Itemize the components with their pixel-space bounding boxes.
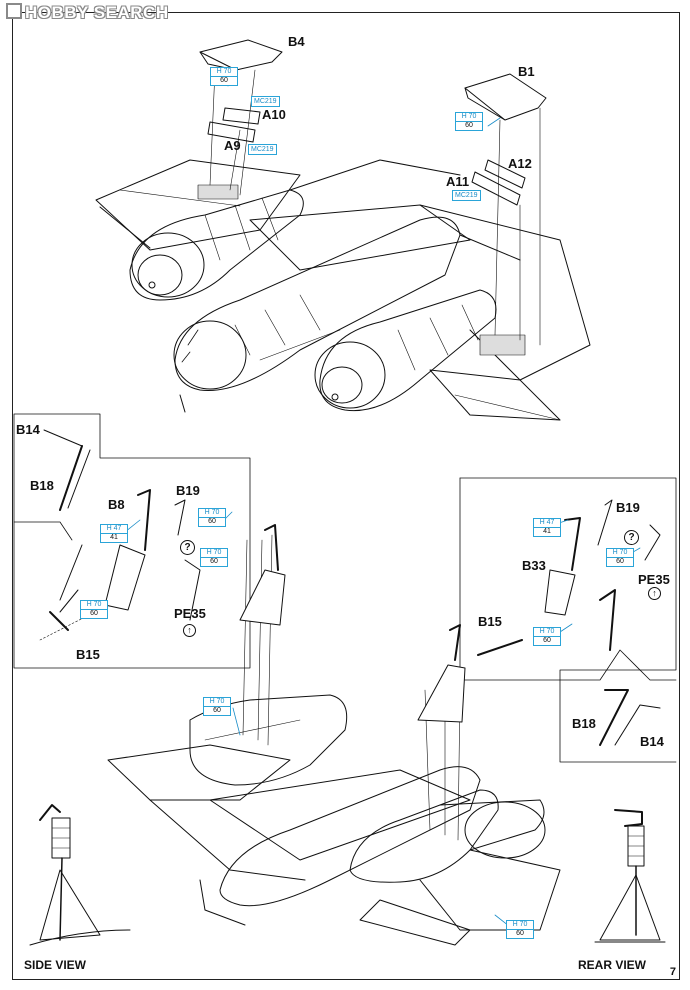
color-code-h70-wing-left: H 70 60 (203, 697, 231, 716)
photo-etch-icon-right: ↑ (648, 587, 661, 600)
part-label-b15-right: B15 (478, 614, 502, 629)
part-label-a12: A12 (508, 156, 532, 171)
color-code-mc219-a10: MC219 (251, 96, 280, 107)
bottom-aircraft-drawing (107, 534, 561, 946)
color-code-h70-pe35-left: H 70 60 (200, 548, 228, 567)
rear-view-drawing (594, 809, 666, 943)
part-label-b19-right: B19 (616, 500, 640, 515)
color-code-h70-b19-right-top: H 70 (612, 549, 628, 556)
part-label-b8: B8 (108, 497, 125, 512)
part-label-b33: B33 (522, 558, 546, 573)
color-code-h70-wing-right-bottom: 60 (507, 929, 533, 938)
side-view-label: SIDE VIEW (24, 958, 87, 972)
color-code-h70-wing-right-top: H 70 (512, 921, 528, 928)
color-code-h70-b1-bottom: 60 (456, 121, 482, 130)
color-code-h70-b19-left: H 70 60 (198, 508, 226, 527)
color-code-mc219-a11: MC219 (452, 190, 481, 201)
part-label-b14-right: B14 (640, 734, 664, 749)
color-code-h70-b15-right: H 70 60 (533, 627, 561, 646)
part-label-b15-left: B15 (76, 647, 100, 662)
color-code-h47-b33-top: H 47 (539, 519, 555, 526)
color-code-h70-b19-right-bottom: 60 (607, 557, 633, 566)
color-code-h47-b8-bottom: 41 (101, 533, 127, 542)
color-code-h70-b1: H 70 60 (455, 112, 483, 131)
color-code-h70-b19-left-bottom: 60 (199, 517, 225, 526)
watermark-logo-icon (6, 3, 22, 19)
side-view-drawing (29, 804, 131, 946)
color-code-h47-b33: H 47 41 (533, 518, 561, 537)
page-number: 7 (669, 966, 676, 978)
part-a11-shape (471, 171, 521, 206)
optional-part-icon-left: ? (180, 540, 195, 555)
photo-etch-icon-left: ↑ (183, 624, 196, 637)
rear-view-label: REAR VIEW (578, 958, 647, 972)
color-code-h70-pe35-left-top: H 70 (206, 549, 222, 556)
part-label-a10: A10 (262, 107, 286, 122)
color-code-h47-b8-top: H 47 (106, 525, 122, 532)
color-code-h70-b4-bottom: 60 (211, 76, 237, 85)
part-label-b18-right: B18 (572, 716, 596, 731)
color-code-h70-b15-right-bottom: 60 (534, 636, 560, 645)
part-label-b14-left: B14 (16, 422, 40, 437)
color-code-h70-b15-right-top: H 70 (539, 628, 555, 635)
part-label-b18-left: B18 (30, 478, 54, 493)
left-inset-frame (13, 413, 251, 669)
color-code-h70-b15-left-bottom: 60 (81, 609, 107, 618)
color-code-h70-b19-left-top: H 70 (204, 509, 220, 516)
color-code-h70-b1-top: H 70 (461, 113, 477, 120)
color-code-h70-wing-left-bottom: 60 (204, 706, 230, 715)
color-code-h70-pe35-left-bottom: 60 (201, 557, 227, 566)
color-code-h47-b33-bottom: 41 (534, 527, 560, 536)
watermark: HOBBY SEARCH (6, 3, 169, 23)
page-frame (12, 12, 680, 980)
top-aircraft-drawing (95, 159, 591, 421)
part-b4-shape (199, 39, 283, 71)
color-code-h70-b19-right: H 70 60 (606, 548, 634, 567)
optional-part-icon-right: ? (624, 530, 639, 545)
part-label-a9: A9 (224, 138, 241, 153)
color-code-h47-b8: H 47 41 (100, 524, 128, 543)
color-code-h70-b15-left: H 70 60 (80, 600, 108, 619)
part-a9-shape (207, 121, 256, 143)
part-b1-shape (464, 73, 547, 121)
part-label-b1: B1 (518, 64, 535, 79)
part-label-a11: A11 (446, 174, 470, 189)
color-code-h70-b4-top: H 70 (216, 68, 232, 75)
color-code-mc219-a9: MC219 (248, 144, 277, 155)
part-label-b19-left: B19 (176, 483, 200, 498)
part-label-pe35-right: PE35 (638, 572, 670, 587)
watermark-text: HOBBY SEARCH (25, 3, 169, 22)
color-code-h70-wing-left-top: H 70 (209, 698, 225, 705)
part-label-pe35-left: PE35 (174, 606, 206, 621)
part-label-b4: B4 (288, 34, 305, 49)
right-inset-frame (459, 477, 677, 763)
part-a10-shape (222, 107, 261, 125)
part-a12-shape (484, 159, 526, 189)
color-code-h70-b4: H 70 60 (210, 67, 238, 86)
color-code-h70-b15-left-top: H 70 (86, 601, 102, 608)
color-code-h70-wing-right: H 70 60 (506, 920, 534, 939)
